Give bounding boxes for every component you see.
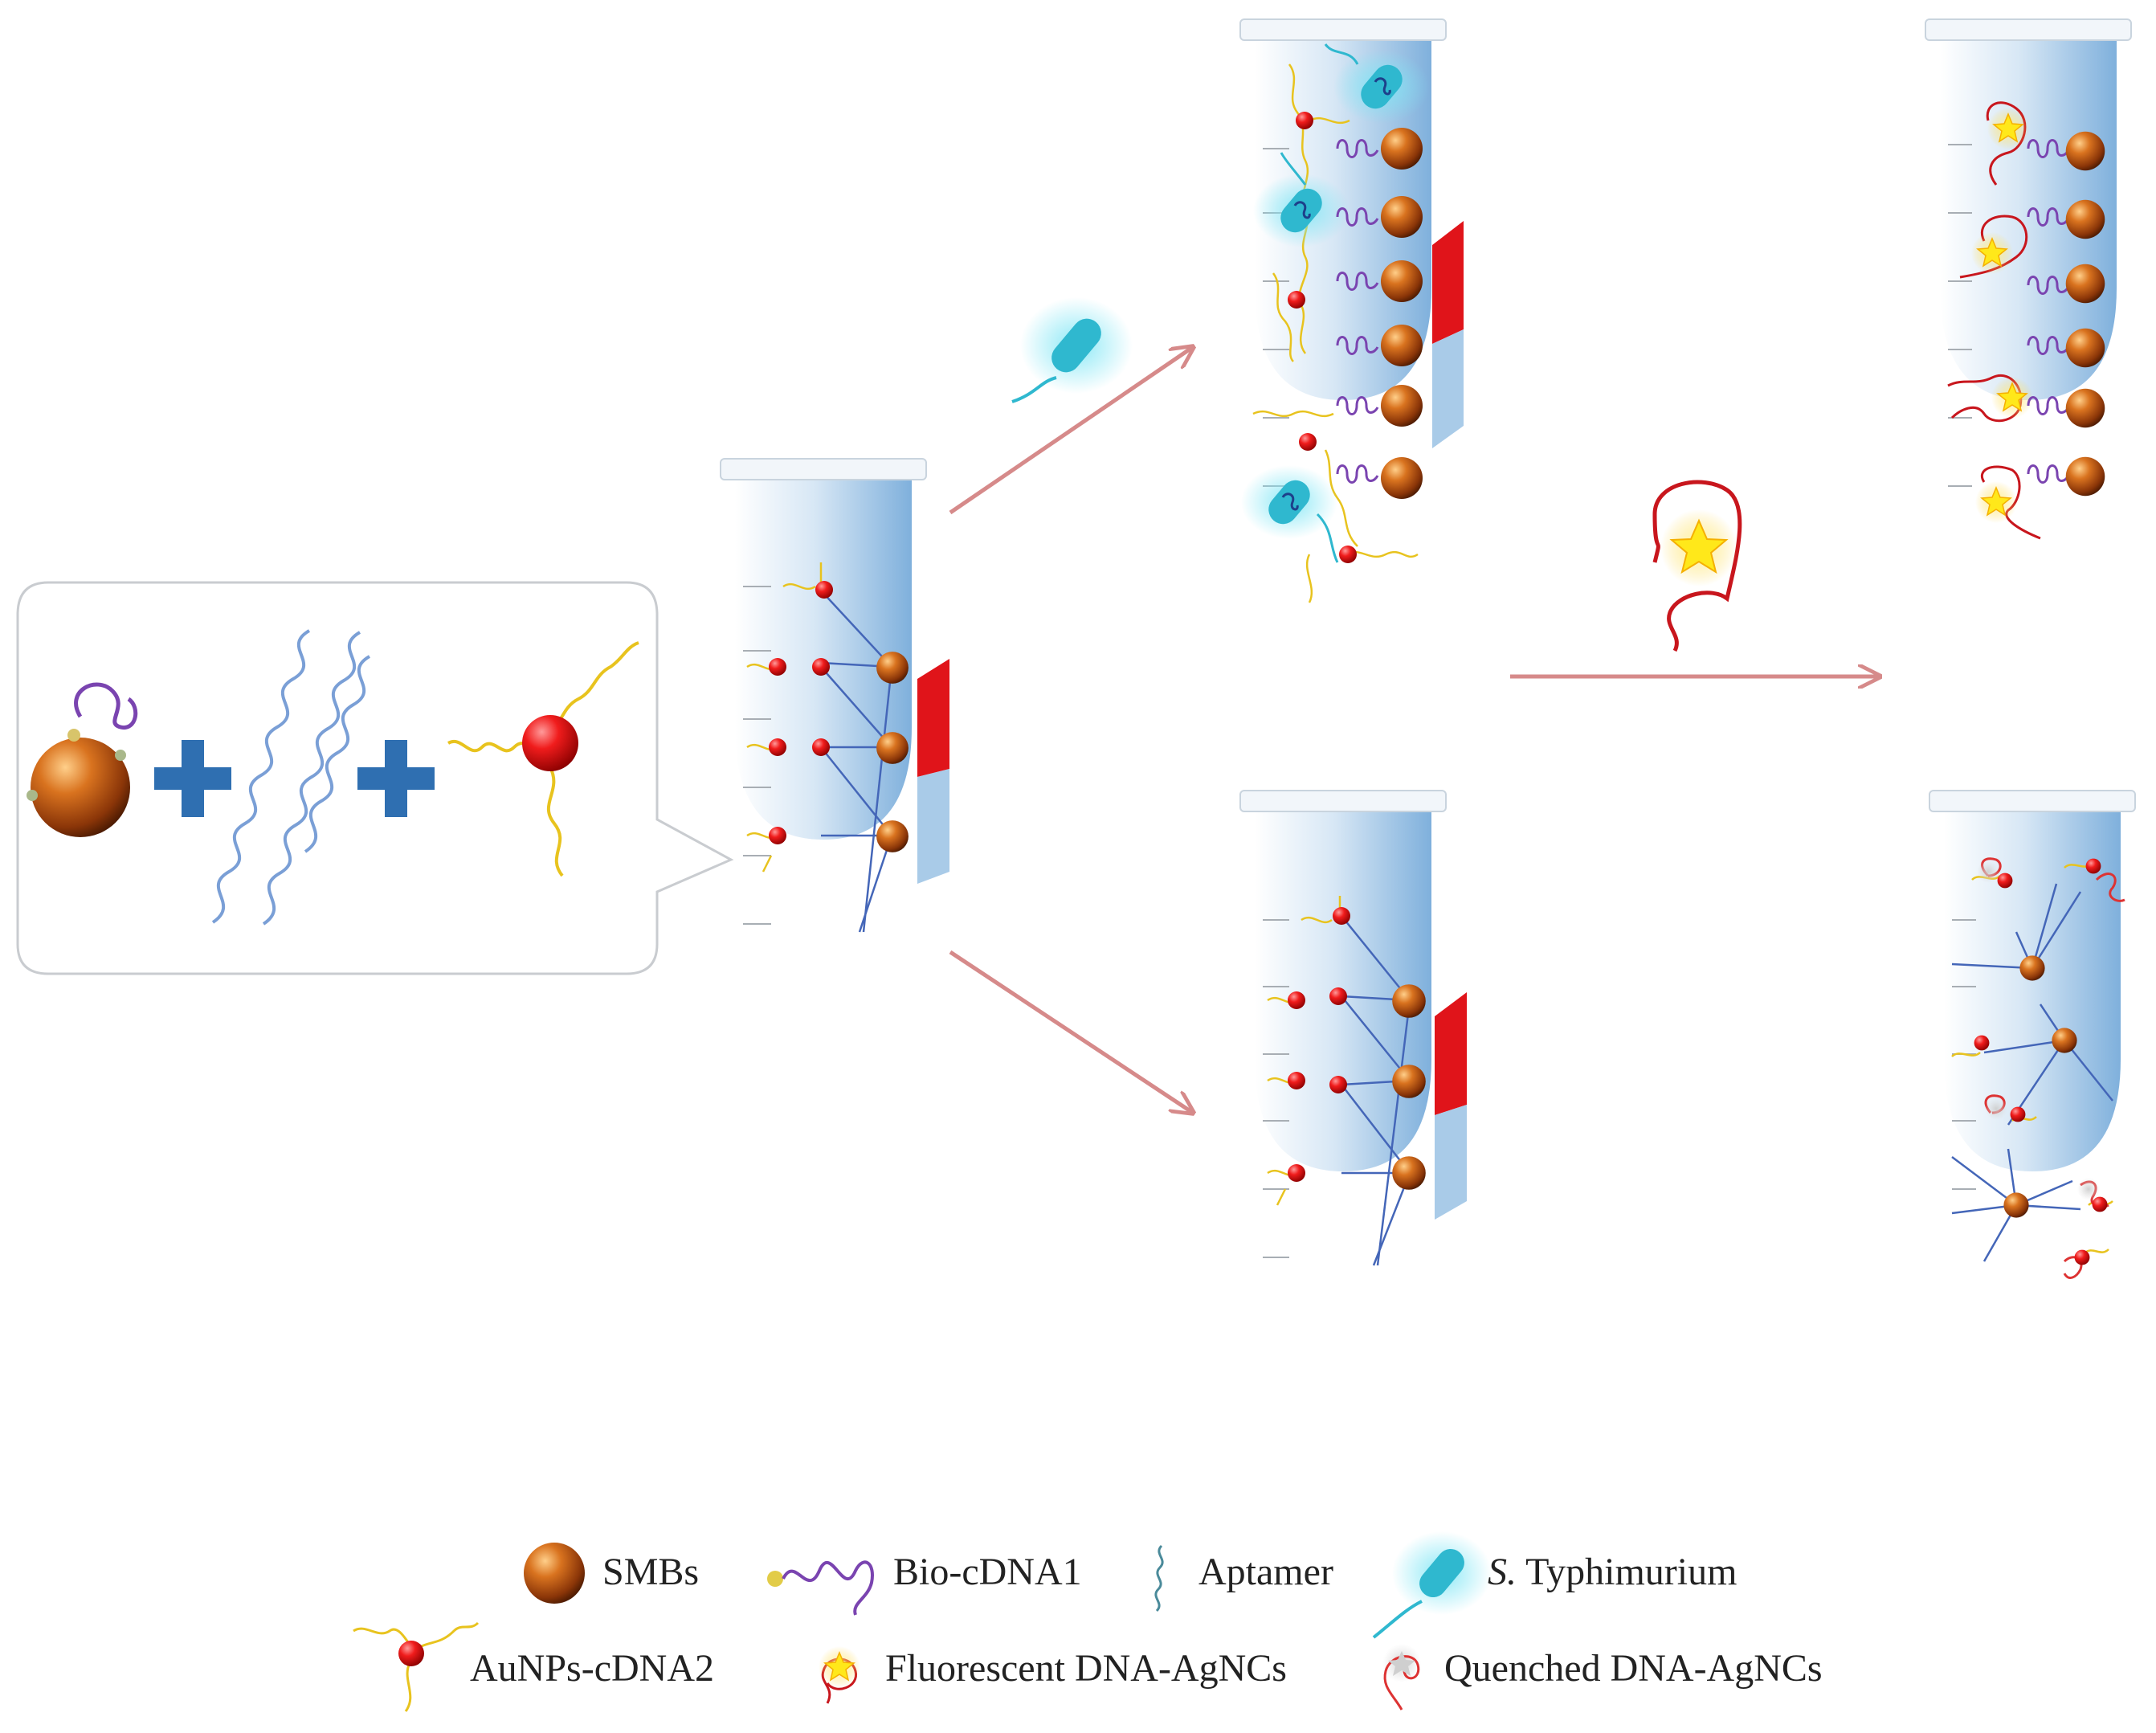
smb-bead-icon [524,1543,585,1604]
no-target-tube-contents [1263,896,1426,1266]
quenched-result-tube-contents [1951,857,2125,1279]
smb-with-cdna1-icon [27,682,138,837]
plus-icon [357,740,435,817]
legend-smbs: SMBs [602,1551,699,1593]
fluorescent-result-tube-contents [1947,101,2105,540]
bacterium-icon [1011,297,1133,403]
bio-cdna1-icon [767,1560,874,1616]
bacteria-bound-tube-contents [1241,43,1430,603]
quenched-result-tube [1929,790,2136,1172]
legend-s-typhimurium-rest: Typhimurium [1517,1551,1737,1593]
legend-s-typhimurium: S. Typhimurium [1488,1551,1737,1593]
quenched-agnc-icon [1382,1644,1421,1711]
aunp-cdna2-icon [353,1621,480,1712]
flow-arrows [949,347,1880,1113]
legend: SMBs Bio-cDNA1 Aptamer S. Typhimurium Au… [353,1531,1823,1712]
components-callout [16,581,734,975]
aptamer-icon [1154,1544,1164,1612]
complex-tube [720,458,927,840]
legend-bio-cdna1: Bio-cDNA1 [893,1551,1082,1593]
legend-aptamer: Aptamer [1198,1551,1333,1593]
bacterium-icon [1372,1531,1492,1639]
complex-tube-contents [743,562,909,933]
legend-fluorescent: Fluorescent DNA-AgNCs [885,1647,1287,1690]
no-target-tube [1239,790,1447,1172]
magnet-icon [917,659,949,884]
legend-s-typhimurium-italic: S. [1488,1551,1517,1593]
aptamer-strands-icon [211,629,371,926]
legend-aunps-cdna2: AuNPs-cDNA2 [470,1647,714,1690]
aunp-cdna2-icon [447,641,639,877]
plus-icon [154,740,231,817]
magnet-icon [1435,992,1467,1220]
magnet-icon [1432,221,1464,448]
fluorescent-agnc-probe-icon [1652,480,1742,652]
fluorescent-agnc-icon [818,1645,861,1704]
legend-quenched: Quenched DNA-AgNCs [1444,1647,1823,1690]
